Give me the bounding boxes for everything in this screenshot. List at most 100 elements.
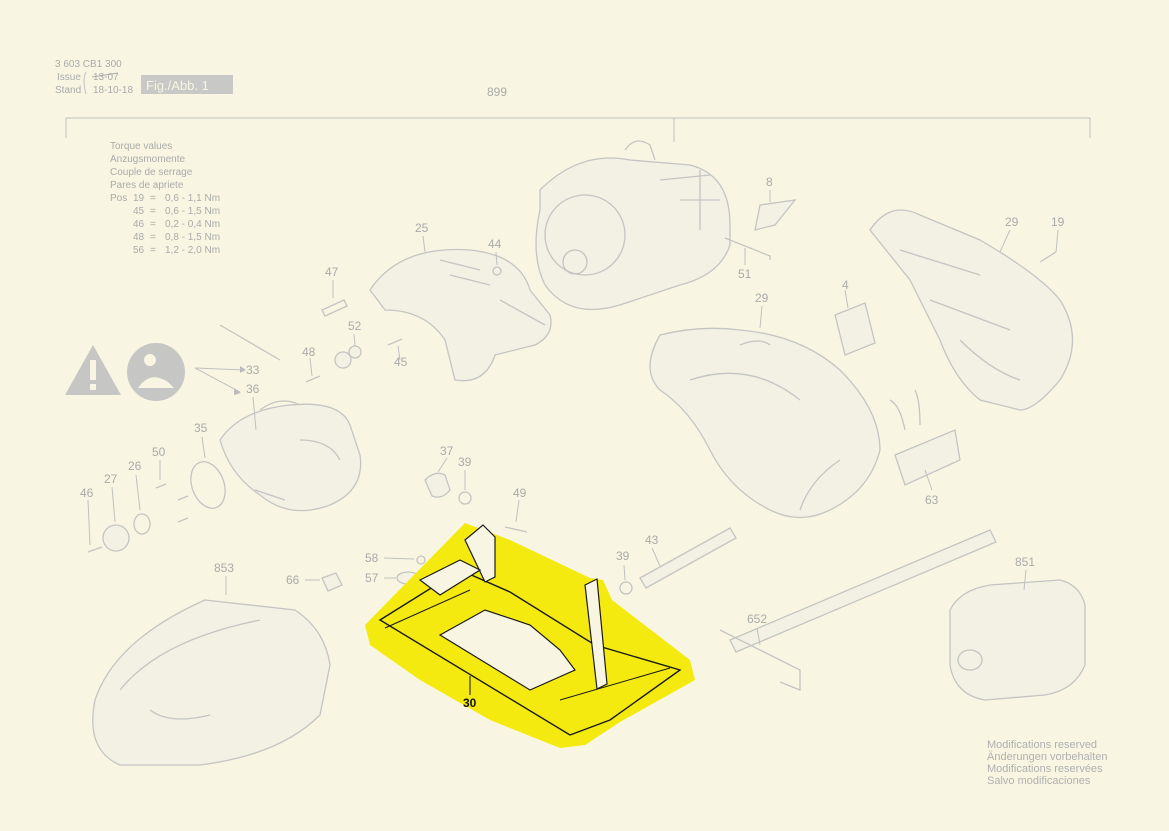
handle-details (689, 340, 841, 511)
motor-shaft (562, 249, 588, 275)
parts-39b-43 (619, 527, 737, 595)
leader-48 (309, 357, 313, 377)
torque-title-fr: Couple de serrage (110, 167, 193, 178)
part-48-washer (334, 351, 352, 369)
left-housing-handle (649, 305, 881, 519)
leader-25 (422, 235, 426, 253)
torque-row-range: 0,6 - 1,5 Nm (165, 206, 220, 217)
part-30-base-plate (365, 523, 695, 748)
part-63-terminal (894, 429, 961, 486)
torque-row-eq: = (150, 245, 156, 256)
label-46: 46 (80, 486, 94, 500)
label-33: 33 (246, 363, 260, 377)
label-35: 35 (194, 421, 208, 435)
label-47: 47 (325, 265, 339, 279)
guard-36-details (254, 400, 341, 501)
battery-pack (949, 569, 1086, 701)
part-47-pin (321, 299, 348, 317)
label-58: 58 (365, 551, 379, 565)
housing-half-shell (869, 209, 1074, 411)
label-851: 851 (1015, 555, 1035, 569)
label-39b: 39 (616, 549, 630, 563)
part-652-fence (719, 629, 801, 691)
torque-row-eq: = (150, 219, 156, 230)
assembly-number: 899 (487, 85, 507, 99)
label-51: 51 (738, 267, 752, 281)
parallel-guide (719, 529, 997, 691)
part-46-bolt (87, 546, 103, 553)
label-50: 50 (152, 445, 166, 459)
part-8-51 (724, 190, 797, 265)
motor-gear-housing (535, 140, 731, 311)
torque-row-range: 0,2 - 0,4 Nm (165, 219, 220, 230)
charger (92, 576, 331, 766)
torque-row-eq: = (150, 206, 156, 217)
part-58-clip (416, 555, 426, 565)
label-52: 52 (348, 319, 362, 333)
leader-52 (353, 333, 356, 347)
base-plate-pivot-bracket (464, 524, 496, 583)
label-853: 853 (214, 561, 234, 575)
base-plate-blade-slot (438, 609, 576, 691)
torque-title-de: Anzugsmomente (110, 154, 185, 165)
leader-35 (201, 436, 206, 459)
motor-housing-body (535, 157, 731, 311)
torque-row-pos: 48 (133, 232, 145, 243)
leader-49 (515, 499, 520, 523)
part-851-battery (949, 579, 1086, 701)
read-manual-book (138, 377, 174, 388)
torque-row-pos: 56 (133, 245, 145, 256)
part-44-nut (492, 266, 502, 276)
part-51-hex-key (724, 237, 771, 260)
leader-43 (651, 547, 661, 567)
leader-652 (756, 627, 761, 646)
footer-line-de: Änderungen vorbehalten (987, 751, 1107, 763)
leader-63 (924, 469, 933, 491)
label-49: 49 (513, 486, 527, 500)
part-63-wires (889, 389, 921, 431)
label-39a: 39 (458, 455, 472, 469)
label-44: 44 (488, 237, 502, 251)
part-853-charger (92, 599, 331, 766)
torque-title-en: Torque values (110, 141, 172, 152)
label-48: 48 (302, 345, 316, 359)
base-plate-edges (384, 589, 671, 701)
label-26: 26 (128, 459, 142, 473)
torque-row-eq: = (150, 232, 156, 243)
part-8-plate (754, 199, 797, 231)
part-27-flange (102, 524, 130, 552)
torque-title-es: Pares de apriete (110, 180, 184, 191)
upper-blade-guard (369, 235, 552, 382)
label-66: 66 (286, 573, 300, 587)
torque-row-eq: = (150, 193, 156, 204)
leader-58 (383, 557, 415, 560)
handle-shell (649, 327, 881, 519)
leader-37 (437, 457, 448, 473)
leader-44 (495, 251, 498, 266)
label-57: 57 (365, 571, 379, 585)
part-45-screw (387, 338, 403, 346)
part-50-screws (155, 483, 189, 523)
torque-row-range: 0,6 - 1,1 Nm (165, 193, 220, 204)
charger-details (119, 619, 261, 720)
stand-value: 18-10-18 (93, 85, 133, 96)
torque-pos-label: Pos (110, 193, 127, 204)
issue-label: Issue (57, 72, 81, 83)
part-37-knob (424, 472, 451, 498)
label-4: 4 (842, 278, 849, 292)
label-37: 37 (440, 444, 454, 458)
label-63: 63 (925, 493, 939, 507)
part-39b-washer (619, 581, 633, 595)
part-39a-washer (458, 491, 472, 505)
label-45: 45 (394, 355, 408, 369)
motor-housing-details (624, 140, 720, 230)
read-manual-icon (127, 343, 185, 401)
leader-46 (87, 499, 91, 546)
label-652: 652 (747, 612, 767, 626)
footer-line-fr: Modifications reservées (987, 763, 1103, 775)
label-43: 43 (645, 533, 659, 547)
footer-notes: Modifications reserved Änderungen vorbeh… (987, 739, 1107, 787)
part-49-screw (504, 526, 528, 533)
guard-25-ribs (439, 259, 546, 326)
